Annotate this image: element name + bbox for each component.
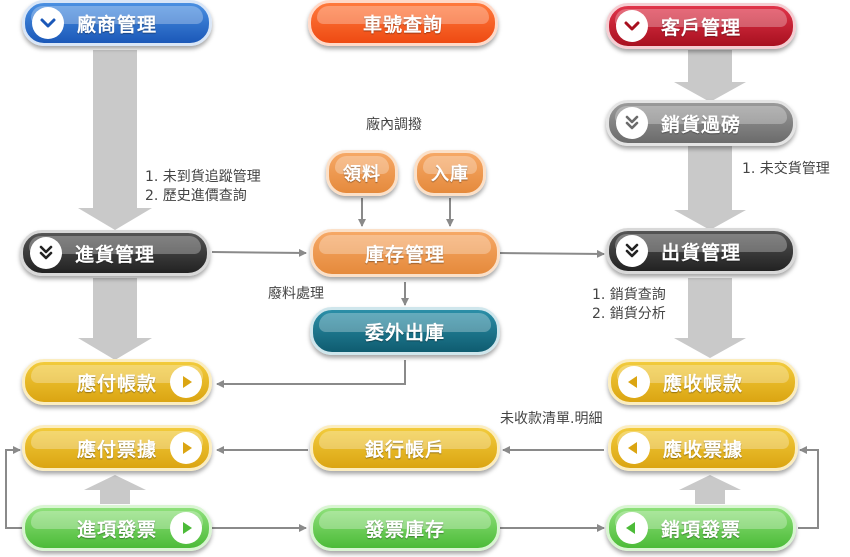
purchase-notes: 1. 未到貨追蹤管理 2. 歷史進價查詢 <box>145 168 261 206</box>
sales-notes: 1. 銷貨查詢 2. 銷貨分析 <box>592 286 666 324</box>
uncollected-note: 未收款清單.明細 <box>500 411 603 427</box>
purchase-mgmt-button[interactable]: 進貨管理 <box>20 230 210 276</box>
intra-transfer-note: 廠內調撥 <box>366 117 422 133</box>
outsource-out-label: 委外出庫 <box>364 321 445 344</box>
sales-weighing-button[interactable]: 銷貨過磅 <box>606 100 796 146</box>
material-pick-button[interactable]: 領料 <box>326 150 398 196</box>
line-output-invoice-loop <box>798 446 819 529</box>
stock-in-label: 入庫 <box>431 164 469 185</box>
double-chevron-down-icon <box>616 107 648 139</box>
invoice-stock-button[interactable]: 發票庫存 <box>310 505 500 551</box>
line-purchase-to-inventory <box>211 248 307 257</box>
payables-label: 應付帳款 <box>76 372 157 395</box>
payable-notes-button[interactable]: 應付票據 <box>22 425 212 471</box>
vendor-mgmt-label: 廠商管理 <box>76 13 157 36</box>
chevron-down-icon <box>32 7 64 39</box>
double-chevron-down-icon <box>616 235 648 267</box>
receivables-label: 應收帳款 <box>662 372 743 395</box>
plate-query-label: 車號查詢 <box>362 13 443 36</box>
customer-mgmt-label: 客戶管理 <box>660 16 741 39</box>
shipping-mgmt-button[interactable]: 出貨管理 <box>606 228 796 274</box>
line-outsource-to-payables <box>216 360 406 388</box>
sales-note-2: 2. 銷貨分析 <box>592 306 666 322</box>
wide-arrow-vendor-to-purchase <box>78 50 152 230</box>
receivable-notes-label: 應收票據 <box>662 438 743 461</box>
wide-arrow-output-invoice-up <box>679 475 741 504</box>
payables-button[interactable]: 應付帳款 <box>22 359 212 405</box>
invoice-stock-label: 發票庫存 <box>364 518 445 541</box>
play-right-icon <box>170 366 202 398</box>
play-right-icon <box>170 512 202 544</box>
purchase-mgmt-label: 進貨管理 <box>74 243 155 266</box>
customer-mgmt-button[interactable]: 客戶管理 <box>606 3 796 49</box>
sales-weighing-label: 銷貨過磅 <box>660 113 741 136</box>
wide-arrow-weighing-to-shipping <box>674 146 746 230</box>
vendor-mgmt-button[interactable]: 廠商管理 <box>22 0 212 46</box>
bank-account-button[interactable]: 銀行帳戶 <box>310 425 500 471</box>
purchase-note-1: 1. 未到貨追蹤管理 <box>145 169 261 185</box>
input-invoice-label: 進項發票 <box>76 518 157 541</box>
sales-note-1: 1. 銷貨查詢 <box>592 287 666 303</box>
output-invoice-button[interactable]: 銷項發票 <box>606 505 796 551</box>
play-left-icon <box>618 432 650 464</box>
receivables-button[interactable]: 應收帳款 <box>608 359 798 405</box>
payable-notes-label: 應付票據 <box>76 438 157 461</box>
wide-arrow-purchase-to-payables <box>78 278 152 360</box>
wide-arrow-shipping-to-receivables <box>674 278 746 358</box>
play-right-icon <box>170 432 202 464</box>
receivable-notes-button[interactable]: 應收票據 <box>608 425 798 471</box>
undelivered-note: 1. 未交貨管理 <box>742 161 830 177</box>
material-pick-label: 領料 <box>343 164 381 185</box>
scrap-note: 廢料處理 <box>268 286 324 302</box>
input-invoice-button[interactable]: 進項發票 <box>22 505 212 551</box>
wide-arrow-input-invoice-up <box>84 475 146 504</box>
shipping-mgmt-label: 出貨管理 <box>660 241 741 264</box>
output-invoice-label: 銷項發票 <box>660 518 741 541</box>
chevron-down-icon <box>616 10 648 42</box>
bank-account-label: 銀行帳戶 <box>364 438 445 461</box>
line-inventory-to-shipping <box>499 249 605 258</box>
double-chevron-down-icon <box>30 237 62 269</box>
plate-query-button[interactable]: 車號查詢 <box>308 0 498 46</box>
play-left-icon <box>616 512 648 544</box>
purchase-note-2: 2. 歷史進價查詢 <box>145 188 247 204</box>
stock-in-button[interactable]: 入庫 <box>414 150 486 196</box>
inventory-mgmt-button[interactable]: 庫存管理 <box>310 229 500 277</box>
outsource-out-button[interactable]: 委外出庫 <box>310 307 500 355</box>
wide-arrow-customer-to-weighing <box>674 50 746 102</box>
play-left-icon <box>618 366 650 398</box>
line-input-invoice-loop <box>5 446 22 529</box>
inventory-mgmt-label: 庫存管理 <box>364 243 445 266</box>
